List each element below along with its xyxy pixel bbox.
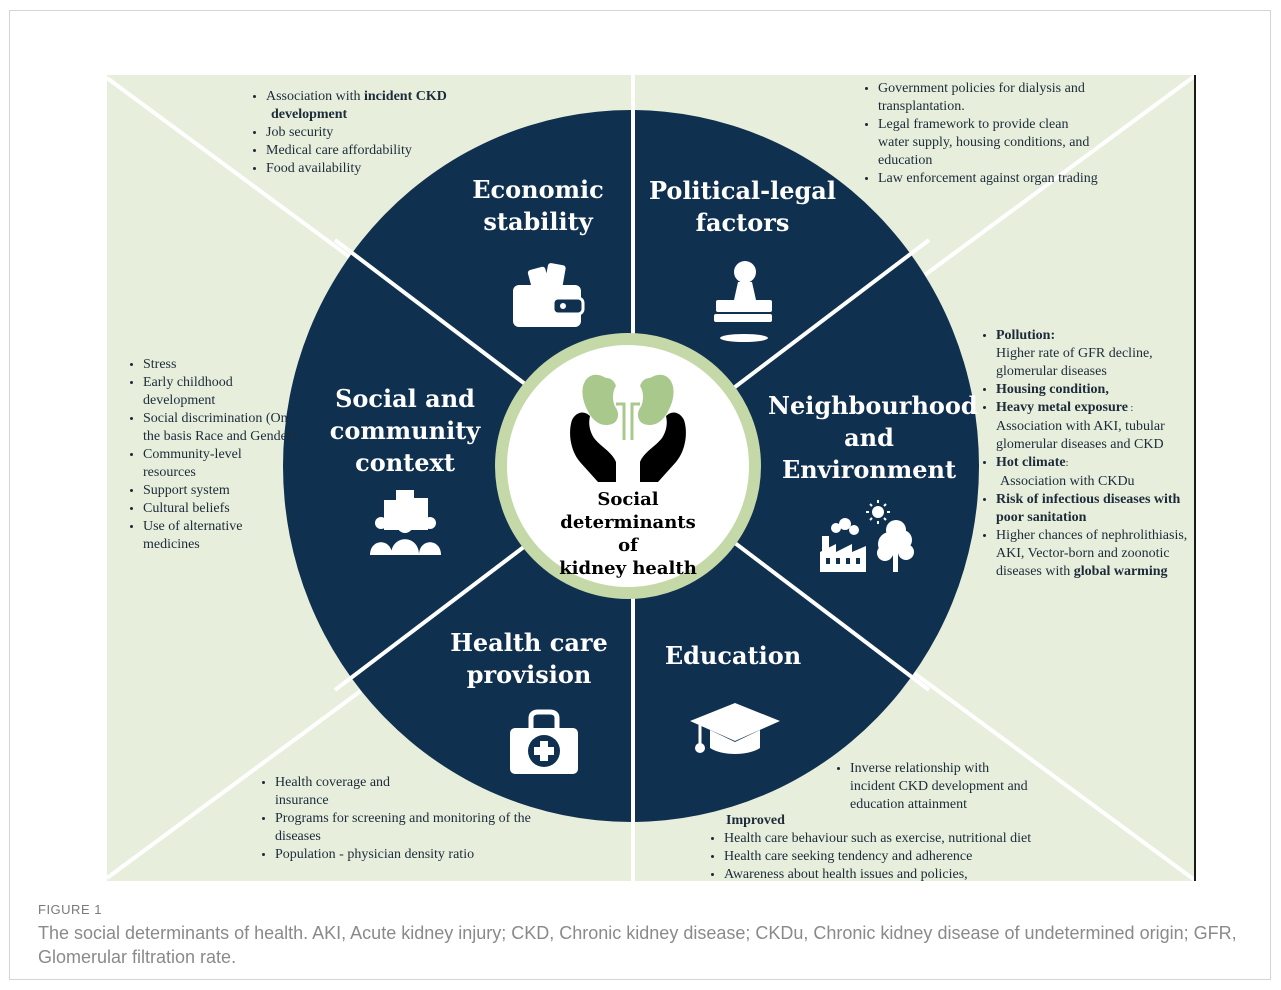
social-title-line1: Social and	[335, 384, 475, 413]
education-note-item: Awareness about health issues and polici…	[724, 866, 1124, 884]
neighbourhood-note-item: Risk of infectious diseases with poor sa…	[996, 491, 1201, 527]
healthcare-title-line2: provision	[466, 660, 592, 689]
social-note-item: Use of alternative medicines	[143, 518, 298, 554]
center-title-line3: kidney health	[559, 558, 697, 579]
factory-tree-icon	[820, 500, 914, 572]
education-note-item: Health care behaviour such as exercise, …	[724, 830, 1124, 848]
social-note-item: Social discrimination (On the basis Race…	[143, 410, 298, 446]
healthcare-notes: Health coverage and insurance Programs f…	[255, 774, 545, 864]
neighbourhood-note-item: Housing condition,	[996, 381, 1201, 399]
political-note-item: Legal framework to provide clean water s…	[878, 116, 1098, 170]
community-icon	[370, 490, 441, 555]
center-title-line2: determinants of	[560, 512, 696, 556]
neighbourhood-title-line2: and	[844, 423, 894, 452]
education-title-line1: Education	[664, 641, 802, 670]
healthcare-title-line1: Health care	[450, 628, 608, 657]
center-ring	[495, 333, 761, 599]
social-notes: Stress Early childhood development Socia…	[123, 356, 298, 554]
economic-note-item: Food availability	[266, 160, 496, 178]
medical-kit-icon	[510, 709, 578, 774]
social-community-title: Social and community context	[325, 383, 485, 479]
political-notes: Government policies for dialysis and tra…	[858, 80, 1098, 188]
figure-frame	[9, 10, 1271, 980]
social-title-line3: context	[355, 448, 455, 477]
social-note-item: Community-level resources	[143, 446, 298, 482]
social-note-item: Cultural beliefs	[143, 500, 298, 518]
neighbourhood-title-line3: Environment	[781, 455, 957, 484]
education-note-item: Health care seeking tendency and adheren…	[724, 848, 1124, 866]
political-title-line1: Political-legal	[649, 176, 836, 205]
neighbourhood-notes: Pollution:Higher rate of GFR decline, gl…	[976, 327, 1201, 581]
social-note-item: Stress	[143, 356, 298, 374]
political-note-item: Law enforcement against organ trading	[878, 170, 1098, 188]
social-note-item: Support system	[143, 482, 298, 500]
health-care-provision-title: Health care provision	[438, 627, 620, 691]
political-legal-title: Political-legal factors	[640, 175, 845, 239]
neighbourhood-title-line1: Neighbourhood	[768, 391, 978, 420]
healthcare-note-item: Programs for screening and monitoring of…	[275, 810, 545, 846]
education-improved-heading: Improved	[726, 813, 785, 828]
economic-notes: Association with incident CKDdevelopment…	[246, 88, 496, 178]
neighbourhood-environment-title: Neighbourhood and Environment	[768, 390, 978, 486]
neighbourhood-note-item: Hot climate:Association with CKDu	[996, 454, 1201, 491]
neighbourhood-note-item: Pollution:Higher rate of GFR decline, gl…	[996, 327, 1201, 381]
center-title-line1: Social	[597, 489, 659, 510]
figure-caption: The social determinants of health. AKI, …	[38, 923, 1237, 967]
stamp-icon	[714, 261, 772, 342]
healthcare-note-item: Health coverage and insurance	[275, 774, 415, 810]
economic-stability-title: Economic stability	[438, 174, 638, 238]
neighbourhood-note-item: Heavy metal exposure :Association with A…	[996, 399, 1201, 454]
figure-label: FIGURE 1	[38, 902, 102, 917]
neighbourhood-note-item: Higher chances of nephrolithiasis, AKI, …	[996, 527, 1201, 581]
kidney-hands-icon	[570, 374, 686, 482]
center-title: Social determinants of kidney health	[548, 488, 708, 580]
economic-title-line1: Economic	[472, 175, 604, 204]
education-note-item: Inverse relationship with incident CKD d…	[850, 760, 1030, 814]
graduation-cap-icon	[690, 703, 780, 754]
education-notes-improved: Improved Health care behaviour such as e…	[704, 812, 1124, 884]
social-title-line2: community	[329, 416, 481, 445]
education-title: Education	[653, 640, 813, 672]
political-title-line2: factors	[695, 208, 790, 237]
education-notes-top: Inverse relationship with incident CKD d…	[830, 760, 1030, 814]
economic-note-item: Job security	[266, 124, 496, 142]
economic-title-line2: stability	[483, 207, 593, 236]
political-note-item: Government policies for dialysis and tra…	[878, 80, 1098, 116]
economic-note-item: Medical care affordability	[266, 142, 496, 160]
healthcare-note-item: Population - physician density ratio	[275, 846, 545, 864]
social-note-item: Early childhood development	[143, 374, 298, 410]
wallet-icon	[513, 263, 585, 327]
